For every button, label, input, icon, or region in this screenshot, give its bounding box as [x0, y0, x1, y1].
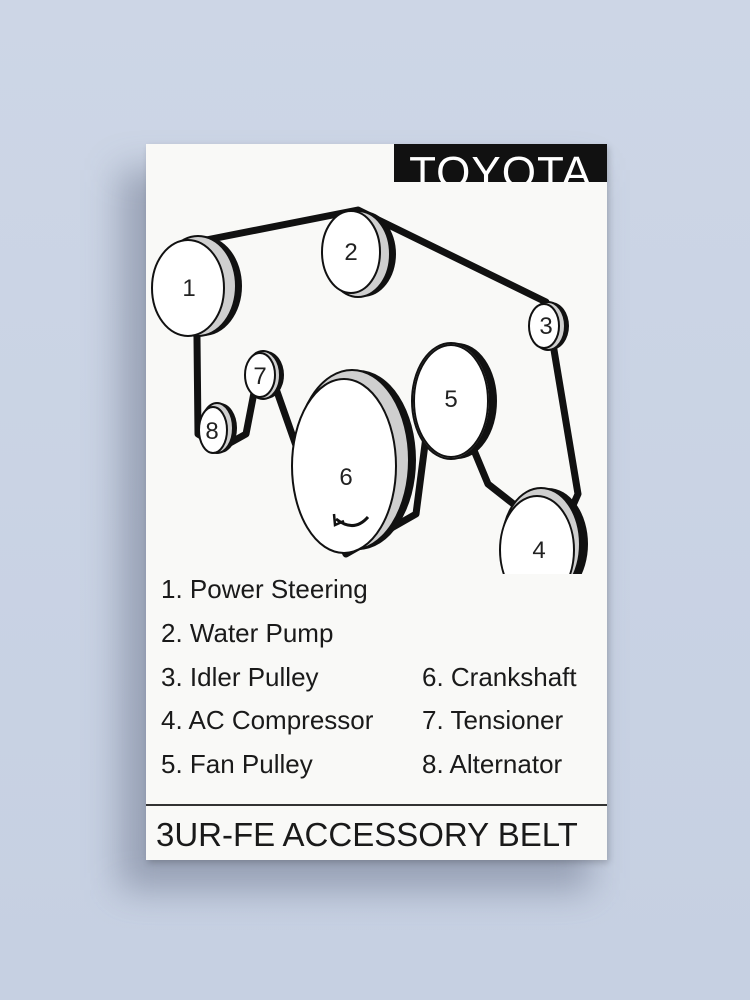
brand-logo: TOYOTA — [394, 144, 607, 182]
pulley-7: 7 — [244, 350, 284, 400]
legend-item-3: 3. Idler Pulley — [161, 662, 319, 692]
pulley-label-3: 3 — [539, 313, 552, 340]
pulley-label-7: 7 — [253, 363, 266, 390]
pulley-label-8: 8 — [205, 418, 218, 445]
rotation-arrow-icon — [335, 515, 370, 527]
pulley-1: 1 — [151, 235, 242, 337]
pulley-6: 6 — [291, 369, 416, 554]
pulley-2: 2 — [321, 210, 396, 298]
legend-item-2: 2. Water Pump — [161, 618, 334, 648]
canvas-print: TOYOTA 1 2 3 5 — [146, 144, 607, 860]
divider — [146, 804, 607, 806]
legend-item-4: 4. AC Compressor — [161, 705, 374, 735]
legend: 1. Power Steering 2. Water Pump 3. Idler… — [161, 574, 601, 794]
legend-item-1: 1. Power Steering — [161, 574, 368, 604]
legend-item-6: 6. Crankshaft — [422, 662, 577, 692]
pulley-4: 4 — [499, 487, 588, 574]
pulley-label-2: 2 — [344, 239, 357, 266]
pulley-5: 5 — [411, 342, 497, 460]
pulley-3: 3 — [528, 301, 569, 351]
diagram-title: 3UR-FE ACCESSORY BELT — [156, 816, 578, 853]
pulley-label-4: 4 — [532, 537, 545, 564]
pulley-label-5: 5 — [444, 386, 457, 413]
pulley-label-1: 1 — [182, 275, 195, 302]
legend-item-8: 8. Alternator — [422, 749, 563, 779]
legend-item-7: 7. Tensioner — [422, 705, 564, 735]
legend-item-5: 5. Fan Pulley — [161, 749, 313, 779]
pulley-label-6: 6 — [339, 464, 352, 491]
belt-diagram: 1 2 3 5 6 — [151, 206, 588, 574]
pulley-8: 8 — [198, 402, 237, 454]
